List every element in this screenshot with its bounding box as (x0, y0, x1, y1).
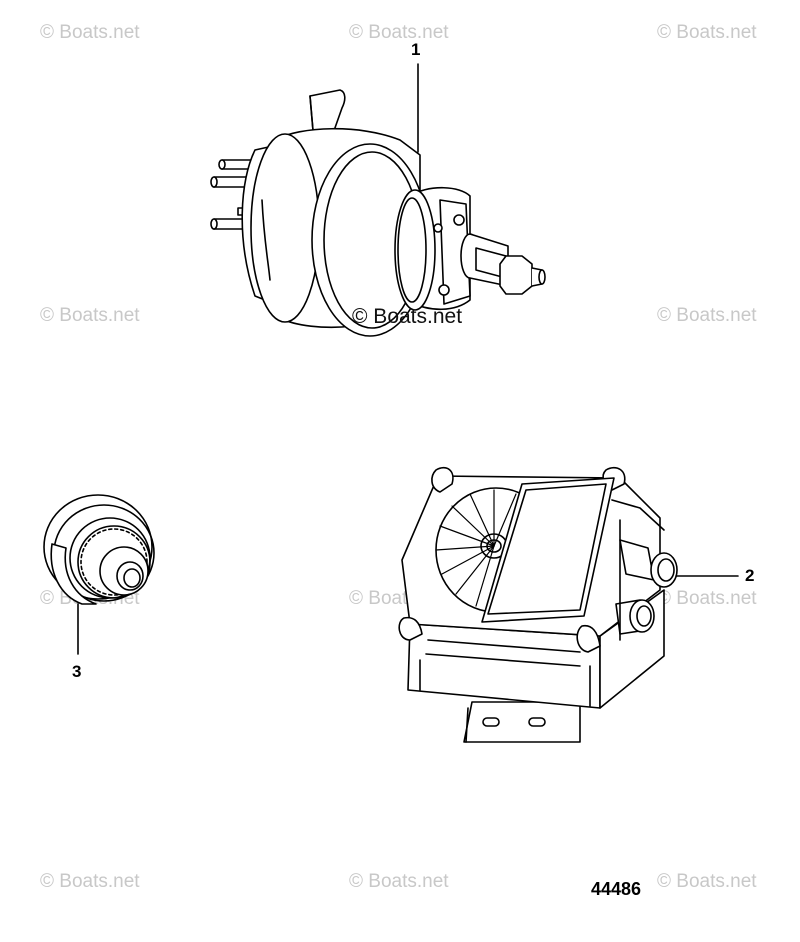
part-2-module-drawing (398, 466, 678, 743)
watermark: © Boats.net (349, 871, 449, 892)
watermark: © Boats.net (40, 22, 140, 43)
watermark: © Boats.net (40, 305, 140, 326)
callout-1: 1 (411, 40, 421, 59)
watermark: © Boats.net (657, 871, 757, 892)
watermark: © Boats.net (40, 871, 140, 892)
drawing-number: 44486 (591, 879, 642, 899)
callout-2: 2 (745, 566, 755, 585)
watermark: © Boats.net (349, 22, 449, 43)
part-1-pump-drawing (210, 89, 546, 337)
watermark: © Boats.net (657, 22, 757, 43)
part-3-plug-drawing (43, 494, 155, 605)
watermark-center: © Boats.net (352, 305, 463, 328)
watermark: © Boats.net (657, 588, 757, 609)
watermark: © Boats.net (657, 305, 757, 326)
callout-3: 3 (72, 662, 82, 681)
